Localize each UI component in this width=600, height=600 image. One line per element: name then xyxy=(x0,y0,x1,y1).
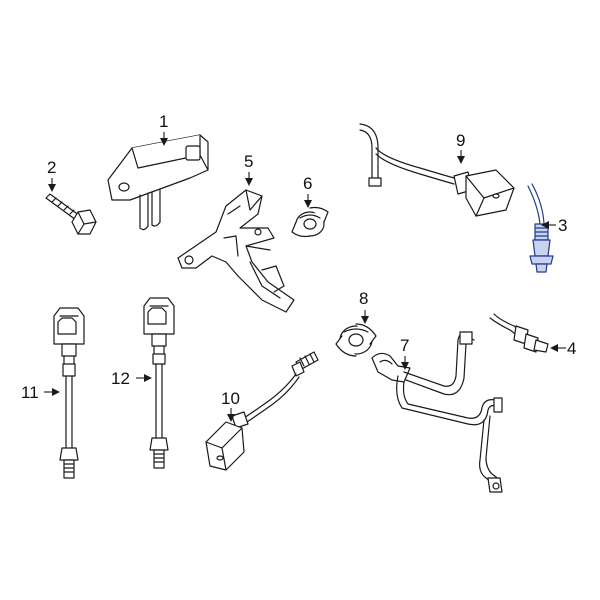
callout-5: 5 xyxy=(244,152,253,186)
callout-number-11: 11 xyxy=(21,383,39,402)
callout-7: 7 xyxy=(400,336,409,370)
part-8-grommet[interactable] xyxy=(335,323,377,357)
callout-number-1: 1 xyxy=(159,112,168,131)
callout-number-8: 8 xyxy=(359,289,368,308)
callout-number-5: 5 xyxy=(244,152,253,171)
part-3-sensor-highlighted[interactable] xyxy=(527,183,554,273)
callout-number-6: 6 xyxy=(303,174,312,193)
part-11-sensor-probe[interactable] xyxy=(53,307,85,479)
callout-2: 2 xyxy=(47,158,56,192)
callout-number-3: 3 xyxy=(558,216,567,235)
part-4-sensor[interactable] xyxy=(489,313,549,353)
callout-number-4: 4 xyxy=(567,339,576,358)
part-2-bolt[interactable] xyxy=(45,193,97,235)
callout-number-12: 12 xyxy=(111,369,130,388)
part-1-pressure-sensor[interactable] xyxy=(107,134,209,231)
callout-4: 4 xyxy=(550,339,576,358)
part-5-bracket[interactable] xyxy=(177,189,295,313)
part-9-temperature-sensor[interactable] xyxy=(359,123,515,217)
callout-3: 3 xyxy=(541,216,567,235)
callout-number-10: 10 xyxy=(221,389,240,408)
callout-10: 10 xyxy=(221,389,240,422)
callout-number-2: 2 xyxy=(47,158,56,177)
callout-number-7: 7 xyxy=(400,336,409,355)
callout-1: 1 xyxy=(159,112,168,146)
callout-9: 9 xyxy=(456,131,465,164)
callout-12: 12 xyxy=(111,369,152,388)
callout-6: 6 xyxy=(303,174,312,208)
part-7-tube[interactable] xyxy=(371,331,503,493)
part-6-clip[interactable] xyxy=(291,206,329,238)
part-12-sensor-probe[interactable] xyxy=(143,297,175,469)
callout-8: 8 xyxy=(359,289,369,324)
part-10-sensor[interactable] xyxy=(205,351,319,471)
callout-11: 11 xyxy=(21,383,60,402)
callout-number-9: 9 xyxy=(456,131,465,150)
